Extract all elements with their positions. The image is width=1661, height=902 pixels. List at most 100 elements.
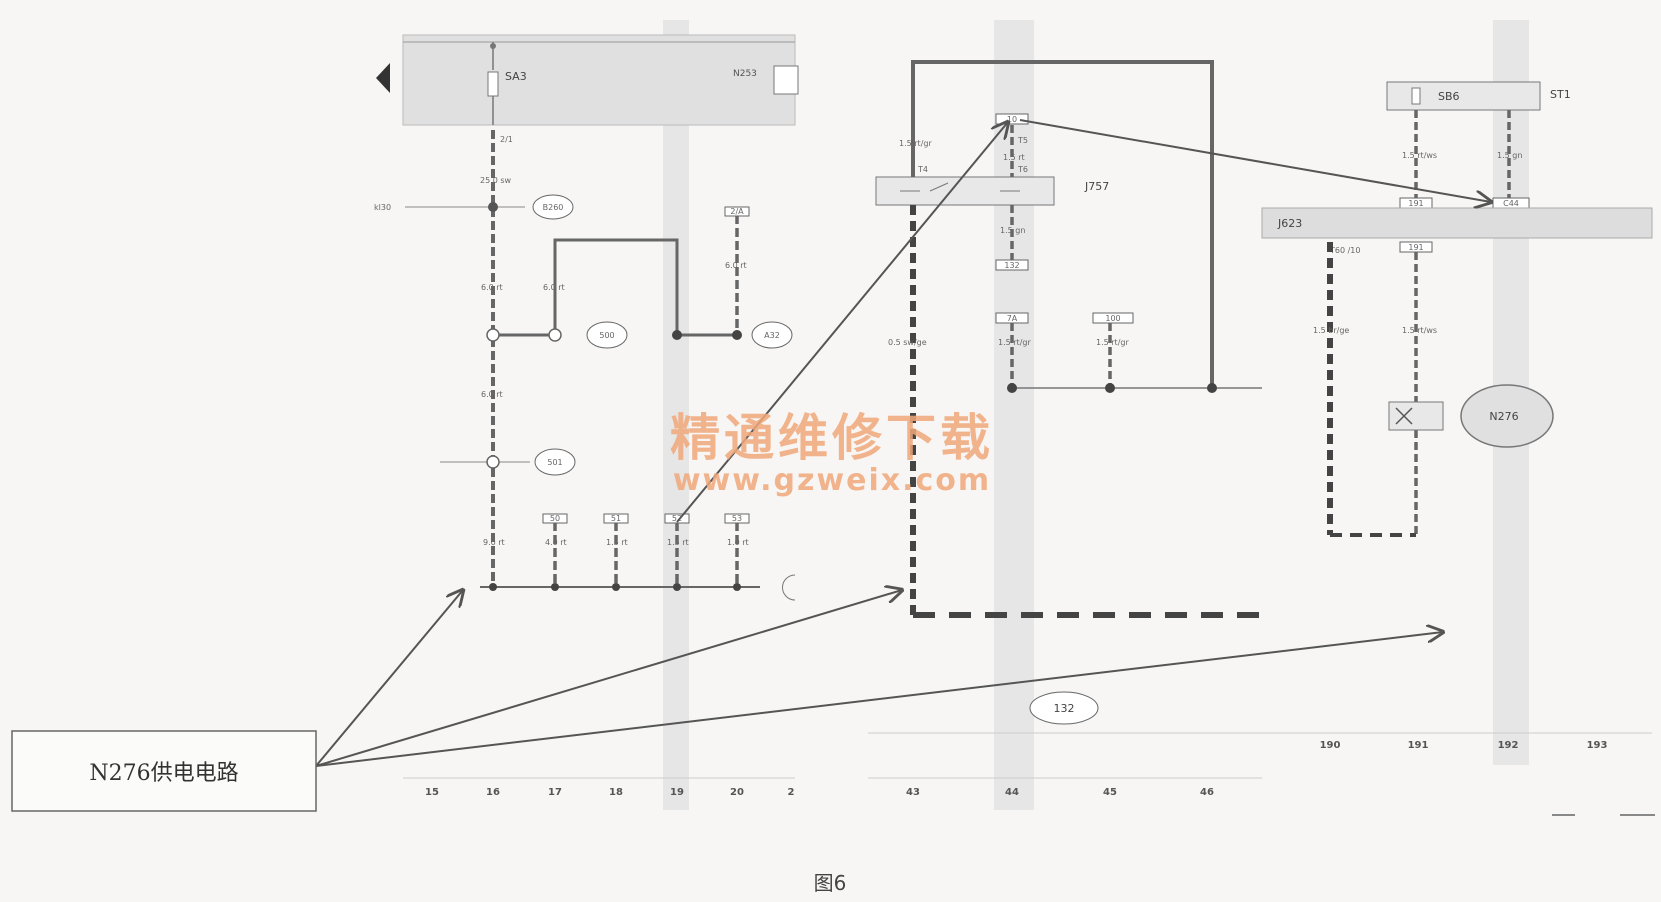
wire-label: 1.5 rt/gr xyxy=(899,139,932,148)
relay-n253-label: N253 xyxy=(733,69,757,79)
relay-switch-icon xyxy=(900,182,1020,192)
column-number: 43 xyxy=(906,787,920,798)
pin-label: T5 xyxy=(1017,136,1028,145)
pin-label: 10 xyxy=(1007,115,1017,124)
control-unit-j623-label: J623 xyxy=(1277,217,1302,230)
fuse-sb6-label: SB6 xyxy=(1438,90,1460,103)
pin-label: 132 xyxy=(1004,261,1019,270)
conn-top-label: 2/A xyxy=(730,207,744,216)
splice-500 xyxy=(586,321,628,349)
panel-right: SB6 ST1 1.5 rt/ws 1.5 gn 191 C44 J623 T6… xyxy=(1261,81,1655,816)
figure-caption: 图6 xyxy=(814,871,847,895)
column-number: 18 xyxy=(609,787,623,798)
wire-label: 1.5 rt/ws xyxy=(1402,151,1437,160)
column-band-44 xyxy=(994,20,1034,810)
column-number: 16 xyxy=(486,787,500,798)
column-number: 19 xyxy=(670,787,684,798)
splice-132-label: 132 xyxy=(1054,702,1075,715)
watermark-line1: 精通维修下载 xyxy=(670,409,994,467)
splice-b260-label: B260 xyxy=(543,203,564,212)
column-number: 193 xyxy=(1587,740,1608,751)
column-number: 17 xyxy=(548,787,562,798)
splice-500-label: 500 xyxy=(599,331,614,340)
wire-label: 1.5 rt/gr xyxy=(1096,338,1129,347)
wire-label: 1.5 br/ge xyxy=(1313,326,1349,335)
wire-label: 1.0 rt xyxy=(727,538,749,547)
arrow-to-right-panel xyxy=(315,632,1443,767)
callout-box xyxy=(11,730,317,812)
control-unit-j623 xyxy=(1261,207,1653,239)
column-number: 46 xyxy=(1200,787,1214,798)
pin-label: 191 xyxy=(1408,199,1423,208)
fuse-sa3-icon xyxy=(487,71,499,97)
wire-label: 1.5 rt xyxy=(1003,153,1025,162)
column-number: 192 xyxy=(1498,740,1519,751)
splice-501-label: 501 xyxy=(547,458,562,467)
conn-label: 51 xyxy=(611,514,621,523)
wire-label: 6.0 rt xyxy=(543,283,565,292)
watermark-line2: www.gzweix.com xyxy=(673,463,991,498)
arrow-col19-to-relay xyxy=(676,122,1008,523)
feedback-loop xyxy=(911,60,1214,388)
arrow-to-left-bus xyxy=(315,590,463,767)
column-number: 15 xyxy=(425,787,439,798)
column-number: 20 xyxy=(730,787,744,798)
line-kl30-label: kl30 xyxy=(374,203,391,212)
pin-label: 7A xyxy=(1007,314,1018,323)
wire-label: 1.5 rt xyxy=(667,538,689,547)
pin-label: T4 xyxy=(917,165,928,174)
wire-label: 1.5 rt/gr xyxy=(998,338,1031,347)
fuse-bar xyxy=(402,34,796,126)
fuse-pin-label: 2/1 xyxy=(500,135,513,144)
column-number: 2 xyxy=(788,787,795,798)
column-number: 45 xyxy=(1103,787,1117,798)
column-number: 44 xyxy=(1005,787,1019,798)
annotation-arrows xyxy=(315,119,1491,767)
component-n276-box xyxy=(1388,401,1444,431)
fuse-sb6-icon xyxy=(1411,87,1421,105)
wire-label: 1.5 rt/ws xyxy=(1402,326,1437,335)
ground-a32 xyxy=(751,321,793,349)
arrow-relay-to-c44 xyxy=(1019,119,1491,202)
fuse-block-st1 xyxy=(1386,81,1541,111)
conn-label: 50 xyxy=(550,514,560,523)
wire-label: 1.5 rt xyxy=(606,538,628,547)
pin-label: 100 xyxy=(1105,314,1120,323)
pin-label: T60 /10 xyxy=(1329,246,1360,255)
wire-label: 6.0 rt xyxy=(481,390,503,399)
callout-label: N276供电电路 xyxy=(89,761,238,786)
column-number: 191 xyxy=(1408,740,1429,751)
wire-label: 4.0 rt xyxy=(545,538,567,547)
wire-label: 0.5 sw/ge xyxy=(888,338,927,347)
wire-label: 6.0 rt xyxy=(481,283,503,292)
column-number: 190 xyxy=(1320,740,1341,751)
wire-label: 1.5 gn xyxy=(1000,226,1025,235)
ground-a32-label: A32 xyxy=(764,331,780,340)
column-band-19 xyxy=(663,20,689,810)
component-n276-highlight xyxy=(1460,384,1554,448)
panel-left: SA3 N253 2/1 25.0 sw kl30 B260 2/A 500 A… xyxy=(374,34,799,798)
splice-b260 xyxy=(532,194,574,220)
relay-n253-box xyxy=(773,65,799,95)
wire-main-label: 25.0 sw xyxy=(480,176,512,185)
splice-501 xyxy=(534,448,576,476)
fuse-block-st1-label: ST1 xyxy=(1550,88,1571,101)
wire-label: 9.0 rt xyxy=(483,538,505,547)
panel-middle: J757 10 T5 1.5 rt T6 1.5 gn 132 1.5 rt/g… xyxy=(868,60,1262,798)
splice-132 xyxy=(1029,691,1099,725)
conn-label: 53 xyxy=(732,514,742,523)
pin-label: C44 xyxy=(1503,199,1519,208)
arrow-to-middle-bus xyxy=(315,590,902,767)
conn-label: 52 xyxy=(672,514,682,523)
wire-label: 1.5 gn xyxy=(1497,151,1522,160)
branch-loop xyxy=(553,238,679,335)
component-n276-label: N276 xyxy=(1489,410,1518,423)
page-back-arrow-icon xyxy=(376,63,390,93)
pin-label: T6 xyxy=(1017,165,1028,174)
relay-j757-label: J757 xyxy=(1084,180,1109,193)
heater-element-icon xyxy=(1395,407,1413,425)
wire-label: 6.0 rt xyxy=(725,261,747,270)
pin-label: 191 xyxy=(1408,243,1423,252)
fuse-sa3-label: SA3 xyxy=(505,70,527,83)
